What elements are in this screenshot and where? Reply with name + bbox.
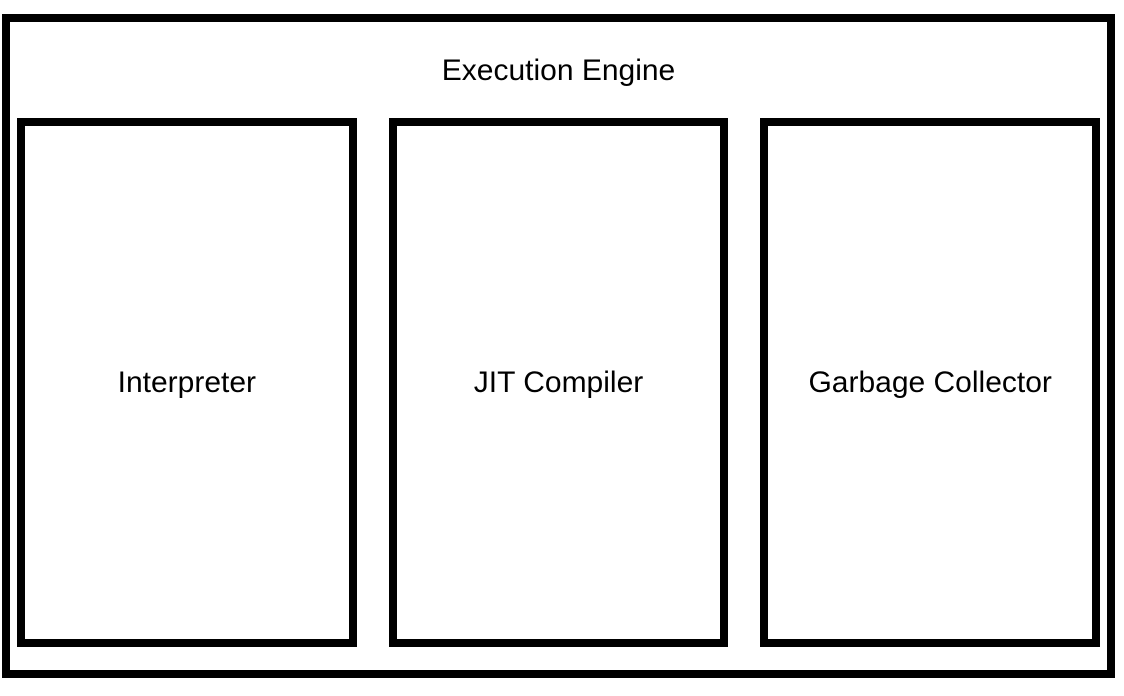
jit-compiler-box: JIT Compiler xyxy=(388,118,729,647)
interpreter-label: Interpreter xyxy=(117,366,257,399)
title-band: Execution Engine xyxy=(10,22,1107,118)
garbage-collector-box: Garbage Collector xyxy=(760,118,1101,647)
components-row: Interpreter JIT Compiler Garbage Collect… xyxy=(17,118,1101,647)
jit-compiler-label: JIT Compiler xyxy=(473,366,644,399)
garbage-collector-label: Garbage Collector xyxy=(808,366,1052,399)
execution-engine-box: Execution Engine Interpreter JIT Compile… xyxy=(2,14,1115,678)
interpreter-box: Interpreter xyxy=(17,118,357,647)
execution-engine-title: Execution Engine xyxy=(441,53,676,87)
